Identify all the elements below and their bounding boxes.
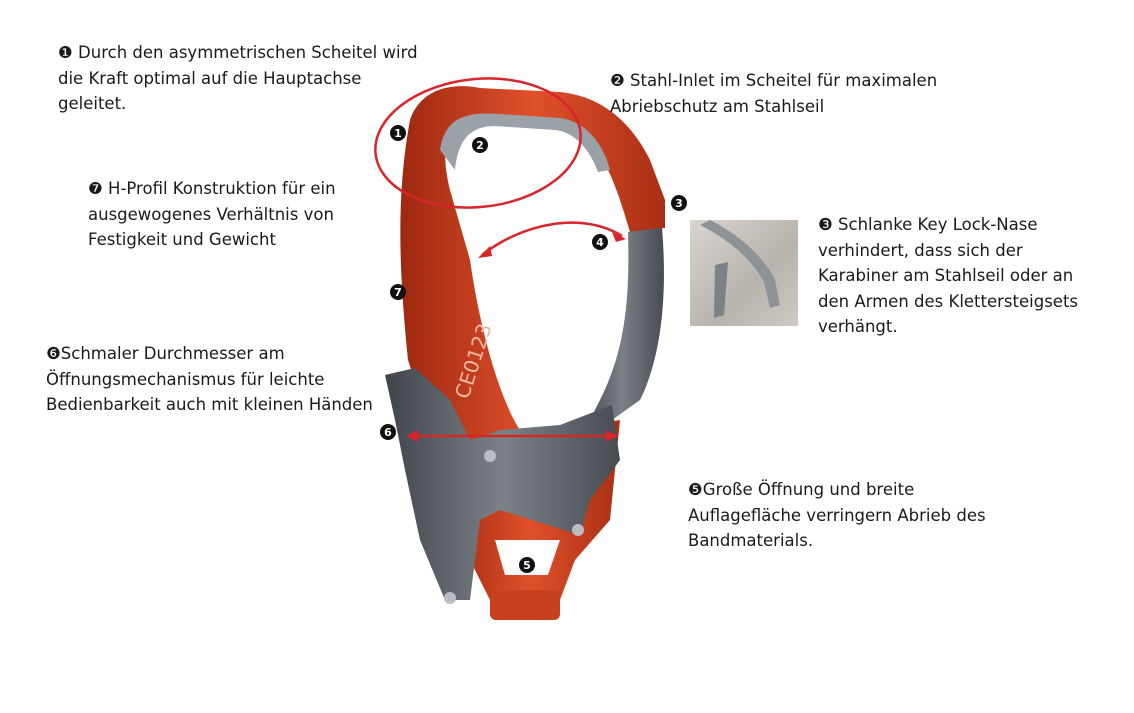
carabiner-body <box>400 86 665 441</box>
marker-2: 2 <box>472 137 488 153</box>
marker-4: 4 <box>592 234 608 250</box>
marker-1: 1 <box>390 125 406 141</box>
caption-1: ❶ Durch den asymmetrischen Scheitel wird… <box>58 43 418 113</box>
apex-highlight-ellipse <box>374 77 582 209</box>
svg-text:6: 6 <box>384 426 392 439</box>
opening-width-arrow <box>481 221 623 256</box>
svg-text:3: 3 <box>675 197 683 210</box>
svg-text:7: 7 <box>394 286 402 299</box>
locking-lever <box>385 368 620 600</box>
marker-5: 5 <box>519 557 535 573</box>
svg-text:1: 1 <box>394 127 402 140</box>
marker-6: 6 <box>380 424 396 440</box>
marker-7: 7 <box>390 284 406 300</box>
key-lock-nose-photo <box>690 220 798 326</box>
webbing-bar <box>490 590 560 620</box>
steel-inlet <box>440 113 610 172</box>
svg-text:2: 2 <box>476 139 484 152</box>
svg-text:4: 4 <box>596 236 604 249</box>
svg-text:5: 5 <box>523 559 531 572</box>
rivets <box>444 450 584 604</box>
carabiner-gate <box>580 228 664 440</box>
marker-3: 3 <box>671 195 687 211</box>
